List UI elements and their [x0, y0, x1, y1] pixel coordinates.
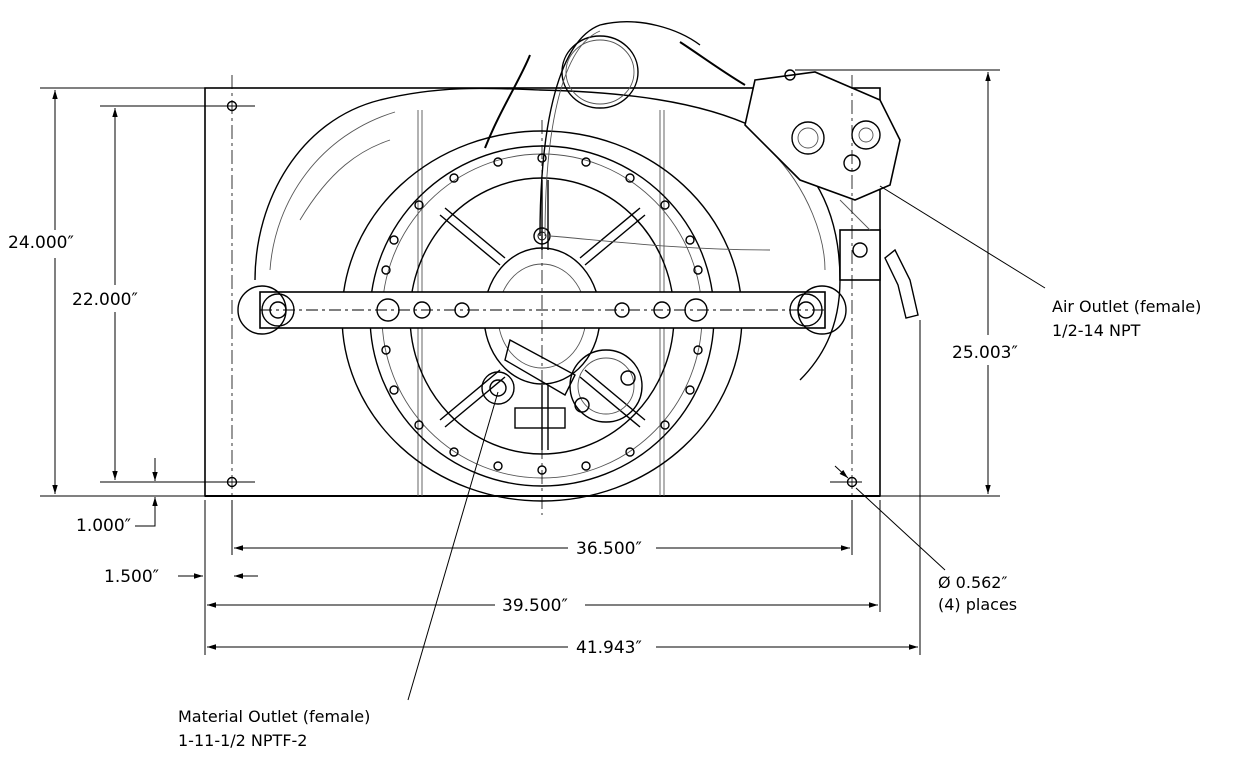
air-outlet-spec: 1/2-14 NPT — [1052, 321, 1141, 340]
hole-callout-count: (4) places — [938, 595, 1017, 614]
dim-side-offset-label: 1.500″ — [104, 567, 159, 587]
dim-side-offset: 1.500″ — [104, 500, 258, 655]
dim-height-holes: 22.000″ — [72, 105, 225, 483]
dim-width-frame-label: 39.500″ — [502, 596, 568, 616]
hose-coupling-assembly — [569, 349, 643, 423]
air-outlet-callout: Air Outlet (female) 1/2-14 NPT — [879, 185, 1201, 340]
material-outlet-fitting — [481, 338, 576, 429]
material-outlet-name: Material Outlet (female) — [178, 707, 370, 726]
dim-width-overall-label: 41.943″ — [576, 638, 642, 658]
center-lines — [231, 75, 853, 515]
hole-callout-size: Ø 0.562″ — [938, 573, 1007, 592]
dim-width-holes: 36.500″ — [231, 500, 853, 559]
cross-bar — [237, 285, 847, 335]
dim-height-outer: 24.000″ — [8, 87, 205, 497]
dim-height-overall: 25.003″ — [795, 69, 1018, 497]
air-outlet-name: Air Outlet (female) — [1052, 297, 1201, 316]
dim-bottom-offset-label: 1.000″ — [76, 516, 131, 536]
material-outlet-spec: 1-11-1/2 NPTF-2 — [178, 731, 307, 750]
dim-height-overall-label: 25.003″ — [952, 343, 1018, 363]
dim-width-holes-label: 36.500″ — [576, 539, 642, 559]
hole-callout: Ø 0.562″ (4) places — [834, 465, 1017, 614]
air-hose-loop — [484, 21, 771, 251]
material-outlet-callout: Material Outlet (female) 1-11-1/2 NPTF-2 — [178, 391, 499, 750]
dim-height-outer-label: 24.000″ — [8, 233, 74, 253]
dim-bottom-offset: 1.000″ — [76, 458, 158, 536]
dim-width-frame: 39.500″ — [207, 500, 881, 616]
dim-height-holes-label: 22.000″ — [72, 290, 138, 310]
dim-width-overall: 41.943″ — [207, 320, 921, 658]
